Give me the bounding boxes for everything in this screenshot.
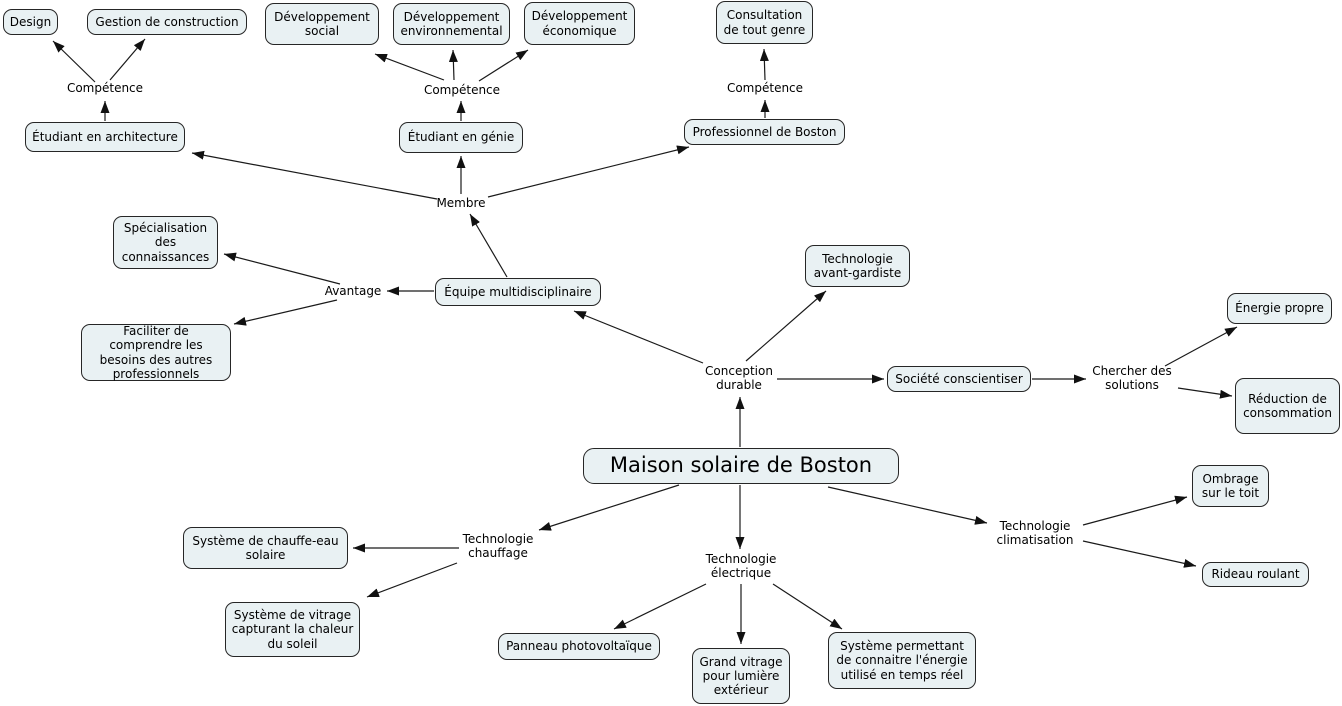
node-etudiant-architecture[interactable]: Étudiant en architecture	[25, 122, 185, 152]
edge-membre-professionnel	[487, 145, 690, 198]
node-grand-vitrage[interactable]: Grand vitrage pour lumière extérieur	[692, 648, 790, 704]
node-energie-propre[interactable]: Énergie propre	[1227, 293, 1332, 324]
node-specialisation[interactable]: Spécialisation des connaissances	[113, 216, 218, 269]
phrase-competence-architecture[interactable]: Compétence	[66, 81, 144, 95]
node-dev-environnemental[interactable]: Développement environnemental	[393, 3, 510, 45]
phrase-conception-durable[interactable]: Conception durable	[705, 364, 773, 392]
node-dev-social[interactable]: Développement social	[265, 3, 379, 45]
edge-chauffage-vitrage-chaleur	[366, 562, 458, 598]
edge-competence-genie-dev-social	[374, 53, 445, 81]
phrase-competence-boston[interactable]: Compétence	[726, 81, 804, 95]
phrase-avantage[interactable]: Avantage	[324, 284, 382, 298]
node-vitrage-chaleur[interactable]: Système de vitrage capturant la chaleur …	[225, 602, 360, 657]
node-gestion-construction[interactable]: Gestion de construction	[87, 9, 247, 35]
node-etudiant-genie[interactable]: Étudiant en génie	[399, 122, 523, 153]
edge-chercher-reduction	[1177, 387, 1233, 399]
edge-competence-architecture-design	[52, 40, 96, 83]
node-consultation[interactable]: Consultation de tout genre	[716, 1, 813, 44]
node-panneau[interactable]: Panneau photovoltaïque	[498, 633, 660, 660]
edge-climatisation-ombrage	[1082, 495, 1188, 526]
node-dev-economique[interactable]: Développement économique	[524, 2, 635, 45]
edge-competence-architecture-gestion	[109, 38, 146, 81]
node-faciliter[interactable]: Faciliter de comprendre les besoins des …	[81, 324, 231, 381]
edge-maison-tech-climatisation	[827, 486, 988, 525]
edge-competence-genie-dev-environnemental	[448, 49, 458, 81]
phrase-tech-chauffage[interactable]: Technologie chauffage	[462, 532, 534, 560]
edge-conception-tech-avant-gardiste	[745, 290, 827, 362]
edge-competence-boston-consultation	[759, 48, 769, 81]
phrase-tech-electrique[interactable]: Technologie électrique	[705, 552, 777, 580]
phrase-tech-climatisation[interactable]: Technologie climatisation	[996, 519, 1074, 547]
node-sys-energie-reel[interactable]: Système permettant de connaitre l'énergi…	[828, 632, 976, 689]
node-rideau[interactable]: Rideau roulant	[1202, 562, 1309, 587]
node-tech-avant-gardiste[interactable]: Technologie avant-gardiste	[805, 245, 910, 287]
edge-competence-genie-dev-economique	[478, 49, 529, 82]
phrase-chercher-solutions[interactable]: Chercher des solutions	[1092, 364, 1172, 392]
node-chauffe-eau[interactable]: Système de chauffe-eau solaire	[183, 527, 348, 569]
edge-maison-tech-chauffage	[538, 484, 680, 531]
node-equipe[interactable]: Équipe multidisciplinaire	[435, 278, 601, 306]
node-reduction[interactable]: Réduction de consommation	[1235, 378, 1340, 434]
node-societe[interactable]: Société conscientiser	[887, 366, 1031, 392]
edge-avantage-faciliter	[233, 299, 338, 326]
node-maison-solaire[interactable]: Maison solaire de Boston	[583, 448, 899, 484]
phrase-membre[interactable]: Membre	[436, 196, 486, 210]
edge-equipe-membre	[469, 213, 508, 278]
edge-electrique-panneau	[613, 583, 707, 630]
edge-membre-etudiant-architecture	[191, 150, 438, 200]
edge-avantage-specialisation	[223, 252, 341, 285]
phrase-competence-genie[interactable]: Compétence	[423, 83, 501, 97]
node-ombrage[interactable]: Ombrage sur le toit	[1192, 465, 1269, 507]
edge-conception-equipe	[573, 310, 704, 364]
edge-climatisation-rideau	[1082, 540, 1197, 568]
edge-electrique-sys-energie	[772, 583, 843, 630]
node-professionnel-boston[interactable]: Professionnel de Boston	[684, 119, 845, 145]
node-design[interactable]: Design	[3, 9, 58, 35]
edge-chercher-energie-propre	[1164, 326, 1238, 367]
